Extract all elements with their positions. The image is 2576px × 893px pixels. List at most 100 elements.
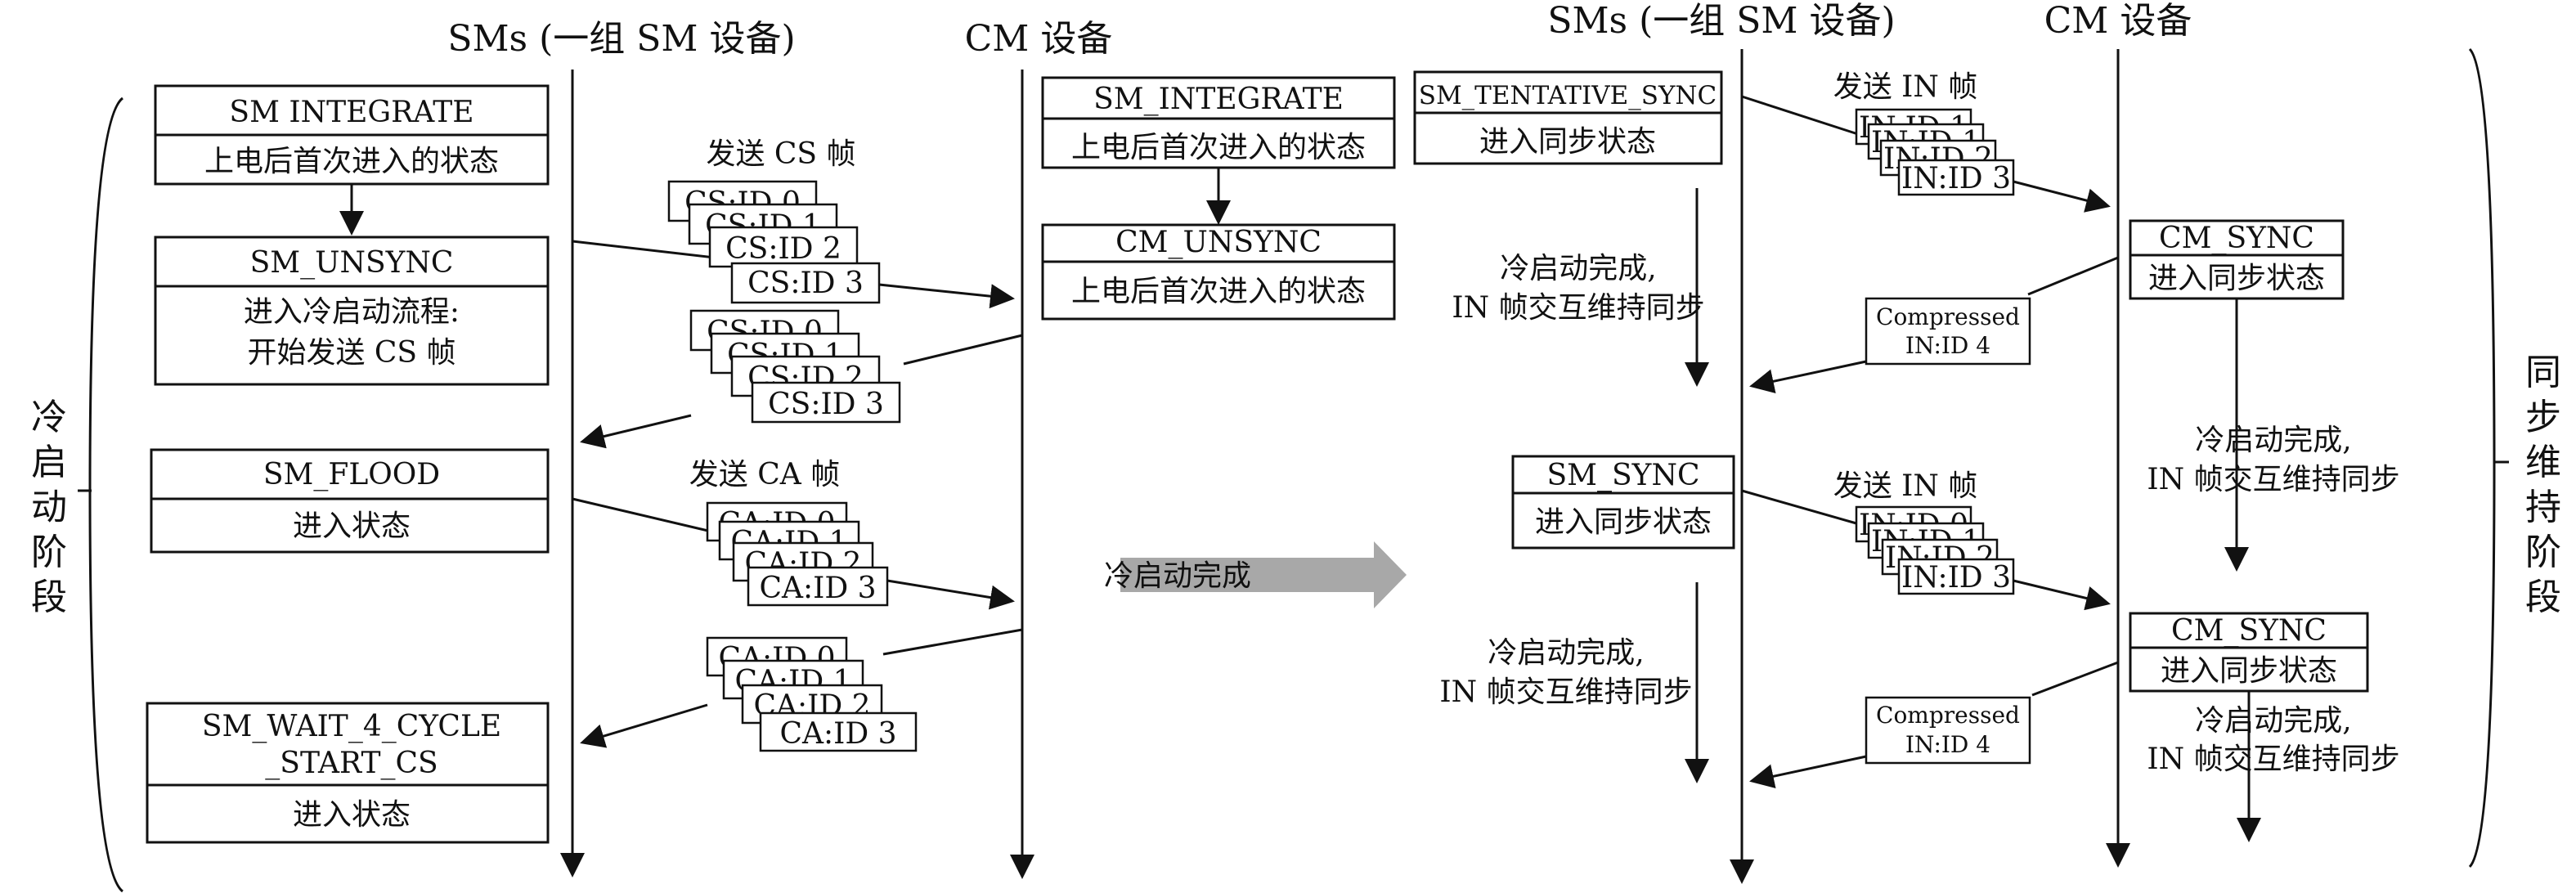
svg-text:IN 帧交互维持同步: IN 帧交互维持同步 xyxy=(1439,675,1692,709)
frame-stack-in-2: IN:ID 0 IN:ID 1 IN:ID 2 IN:ID 3 xyxy=(1855,505,2015,595)
header-right-cm: CM 设备 xyxy=(2044,0,2192,42)
svg-text:CM_UNSYNC: CM_UNSYNC xyxy=(1115,226,1322,259)
msg-cs-out-a xyxy=(572,240,737,262)
svg-text:Compressed: Compressed xyxy=(1876,303,2020,330)
msg-cs-out-b xyxy=(878,283,1015,309)
svg-text:SM_FLOOD: SM_FLOOD xyxy=(263,458,440,491)
right-phase-bracket xyxy=(2468,47,2496,868)
state-sm-wait-4-cycle-start-cs: SM_WAIT_4_CYCLE _START_CS 进入状态 xyxy=(146,702,550,844)
note-cm-sync-2: 冷启动完成, IN 帧交互维持同步 xyxy=(2147,704,2399,776)
frame-compressed-1: Compressed IN:ID 4 xyxy=(1865,297,2031,366)
svg-text:上电后首次进入的状态: 上电后首次进入的状态 xyxy=(1071,131,1366,164)
svg-text:持: 持 xyxy=(2525,487,2561,528)
svg-text:CA:ID 3: CA:ID 3 xyxy=(779,717,896,751)
state-cm-integrate: SM_INTEGRATE 上电后首次进入的状态 xyxy=(1041,76,1396,169)
svg-text:SM_UNSYNC: SM_UNSYNC xyxy=(250,246,454,280)
state-cm-sync-2: CM_SYNC 进入同步状态 xyxy=(2129,612,2369,693)
svg-text:CM_SYNC: CM_SYNC xyxy=(2159,222,2314,255)
svg-text:上电后首次进入的状态: 上电后首次进入的状态 xyxy=(204,145,499,178)
msg-cs-back-b xyxy=(580,414,692,449)
svg-text:IN 帧交互维持同步: IN 帧交互维持同步 xyxy=(2147,743,2399,776)
svg-text:CS:ID 2: CS:ID 2 xyxy=(725,232,841,266)
right-phase-label: 同 步 维 持 阶 段 xyxy=(2525,352,2561,618)
svg-text:启: 启 xyxy=(31,442,67,483)
svg-text:进入同步状态: 进入同步状态 xyxy=(1535,505,1712,539)
svg-text:阶: 阶 xyxy=(2525,532,2561,573)
svg-text:SM_SYNC: SM_SYNC xyxy=(1547,459,1700,492)
msg-ca-out-b xyxy=(886,579,1015,610)
svg-text:段: 段 xyxy=(2525,577,2561,618)
state-cm-sync-1: CM_SYNC 进入同步状态 xyxy=(2129,219,2345,300)
svg-text:IN:ID 4: IN:ID 4 xyxy=(1905,332,1990,359)
svg-text:进入同步状态: 进入同步状态 xyxy=(1479,125,1656,159)
msg-ca-back-b xyxy=(580,703,708,748)
note-sm-sync-1: 冷启动完成, IN 帧交互维持同步 xyxy=(1452,252,1704,325)
svg-text:开始发送 CS 帧: 开始发送 CS 帧 xyxy=(247,336,456,370)
state-sm-integrate: SM INTEGRATE 上电后首次进入的状态 xyxy=(154,84,550,186)
svg-text:进入同步状态: 进入同步状态 xyxy=(2161,654,2337,688)
svg-text:同: 同 xyxy=(2525,352,2561,393)
svg-text:冷启动完成,: 冷启动完成, xyxy=(2195,704,2351,738)
svg-text:上电后首次进入的状态: 上电后首次进入的状态 xyxy=(1071,275,1366,308)
svg-text:步: 步 xyxy=(2525,397,2561,438)
svg-text:IN:ID 3: IN:ID 3 xyxy=(1901,162,2011,195)
header-right-sm: SMs (一组 SM 设备) xyxy=(1547,0,1895,42)
svg-text:冷启动完成,: 冷启动完成, xyxy=(1488,636,1644,670)
svg-text:IN:ID 4: IN:ID 4 xyxy=(1905,731,1990,758)
frame-stack-in-1: IN:ID 1 IN:ID 1 IN:ID 2 IN:ID 3 xyxy=(1855,108,2015,196)
frame-stack-ca-out: CA:ID 0 CA:ID 1 CA:ID 2 CA:ID 3 xyxy=(706,501,889,607)
msg-in2-out-b xyxy=(2013,579,2111,611)
msg-compressed1-a xyxy=(2027,256,2119,296)
msg-in1-out-b xyxy=(2013,180,2111,213)
svg-text:CS:ID 3: CS:ID 3 xyxy=(747,267,864,300)
label-send-ca: 发送 CA 帧 xyxy=(689,458,840,491)
state-sm-unsync: SM_UNSYNC 进入冷启动流程: 开始发送 CS 帧 xyxy=(154,236,550,386)
svg-text:CS:ID 3: CS:ID 3 xyxy=(768,388,884,421)
svg-text:冷启动完成,: 冷启动完成, xyxy=(1500,252,1656,285)
svg-text:CM_SYNC: CM_SYNC xyxy=(2171,614,2327,648)
svg-text:SM INTEGRATE: SM INTEGRATE xyxy=(229,96,473,129)
svg-text:冷启动完成: 冷启动完成 xyxy=(1104,559,1251,593)
svg-text:进入状态: 进入状态 xyxy=(293,798,411,832)
state-cm-unsync: CM_UNSYNC 上电后首次进入的状态 xyxy=(1041,223,1396,321)
svg-text:冷启动完成,: 冷启动完成, xyxy=(2195,424,2351,457)
msg-in2-out-a xyxy=(1741,489,1857,525)
svg-text:进入同步状态: 进入同步状态 xyxy=(2148,262,2325,295)
state-sm-flood: SM_FLOOD 进入状态 xyxy=(150,448,550,554)
msg-in1-out-a xyxy=(1741,95,1861,137)
msg-compressed2-b xyxy=(1749,755,1867,789)
header-left-sm: SMs (一组 SM 设备) xyxy=(447,18,795,60)
svg-text:进入状态: 进入状态 xyxy=(293,509,411,543)
svg-text:_START_CS: _START_CS xyxy=(265,747,438,780)
svg-text:进入冷启动流程:: 进入冷启动流程: xyxy=(244,295,460,329)
svg-text:维: 维 xyxy=(2525,442,2561,483)
frame-stack-cs-out: CS:ID 0 CS:ID 1 CS:ID 2 CS:ID 3 xyxy=(667,180,881,304)
svg-text:CA:ID 3: CA:ID 3 xyxy=(759,572,876,605)
msg-cs-back-a xyxy=(903,334,1023,366)
label-send-in-2: 发送 IN 帧 xyxy=(1833,469,1978,503)
svg-text:SM_WAIT_4_CYCLE: SM_WAIT_4_CYCLE xyxy=(202,710,501,743)
msg-ca-out-a xyxy=(572,497,712,533)
msg-ca-back-a xyxy=(882,628,1023,656)
svg-text:冷: 冷 xyxy=(31,397,67,438)
msg-compressed2-a xyxy=(2031,661,2119,697)
svg-text:SM_INTEGRATE: SM_INTEGRATE xyxy=(1093,83,1344,116)
left-phase-label: 冷 启 动 阶 段 xyxy=(31,397,67,618)
frame-stack-ca-back: CA:ID 0 CA:ID 1 CA:ID 2 CA:ID 3 xyxy=(706,636,918,752)
transition-arrow-cold-start-done: 冷启动完成 xyxy=(1104,541,1407,608)
label-send-cs: 发送 CS 帧 xyxy=(706,137,855,171)
svg-text:SM_TENTATIVE_SYNC: SM_TENTATIVE_SYNC xyxy=(1419,81,1717,110)
svg-text:段: 段 xyxy=(31,577,67,618)
label-send-in-1: 发送 IN 帧 xyxy=(1833,70,1978,104)
svg-text:动: 动 xyxy=(31,487,67,528)
svg-text:阶: 阶 xyxy=(31,532,67,573)
state-sm-sync: SM_SYNC 进入同步状态 xyxy=(1511,455,1735,550)
left-phase-bracket xyxy=(88,96,123,893)
svg-text:IN 帧交互维持同步: IN 帧交互维持同步 xyxy=(2147,463,2399,496)
note-cm-sync-1: 冷启动完成, IN 帧交互维持同步 xyxy=(2147,424,2399,496)
svg-text:IN:ID 3: IN:ID 3 xyxy=(1901,561,2011,595)
frame-stack-cs-back: CS:ID 0 CS:ID 1 CS:ID 2 CS:ID 3 xyxy=(689,309,901,424)
header-left-cm: CM 设备 xyxy=(965,18,1113,60)
svg-text:Compressed: Compressed xyxy=(1876,702,2020,729)
